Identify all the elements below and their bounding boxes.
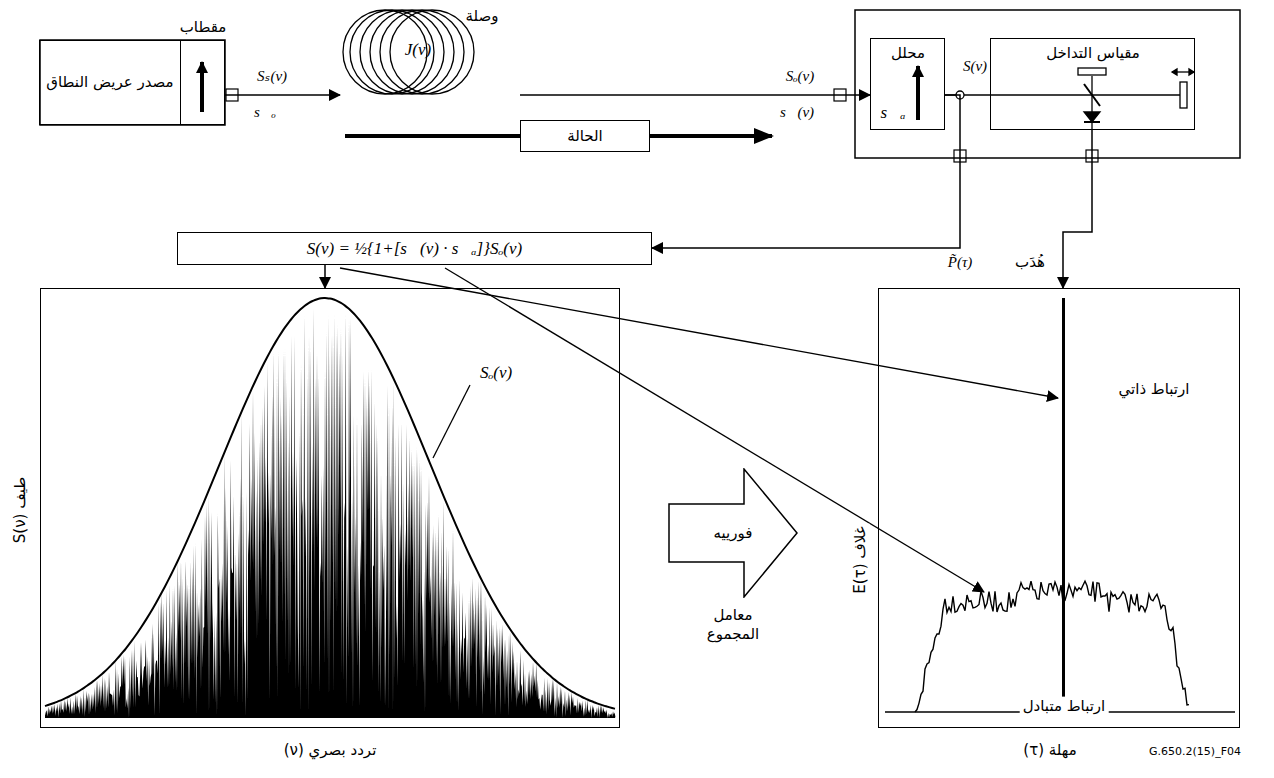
interferometer-symbol [1091, 122, 1092, 130]
node-text: مقطاب [180, 18, 227, 37]
axis-title: طيف S(ν) [11, 474, 30, 546]
correlation-plot-frame: ارتباط ذاتي ارتباط متبادل [878, 288, 1240, 728]
signal-name: S(ν) [963, 57, 987, 76]
state-vector: s⃗ₒ [254, 103, 276, 122]
node-text: مقياس التداخل [1046, 44, 1140, 63]
node-text: s⃗ₐ [881, 102, 906, 123]
leader-line [433, 385, 470, 458]
connector [226, 89, 1098, 162]
spectrum-envelope [45, 298, 615, 709]
interferometer-symbol [1172, 69, 1194, 75]
polarizer-arrow [200, 62, 204, 112]
node-text: وصلة [466, 7, 499, 26]
fourier-arrow-outline [669, 469, 797, 597]
node-text: محلل [891, 44, 925, 63]
node-text: الحالة [567, 127, 603, 146]
node-text: S(ν) = ½{1+[s⃗(ν) · s⃗ₐ]}Sₒ(ν) [307, 238, 522, 259]
signal-name: Sₛ(ν) [257, 67, 287, 86]
interferometer-symbol [1091, 76, 1092, 112]
node-text: مصدر عريض النطاق [46, 73, 173, 92]
autocorrelation-spike [1062, 298, 1065, 712]
analyzer-box: محلل s⃗ₐ [870, 38, 945, 130]
interferometer-symbol [1078, 68, 1106, 75]
fibre-coil [343, 10, 474, 94]
analyzer-arrow [916, 66, 920, 120]
connector-line [324, 265, 326, 288]
state-vector: s⃗(ν) [780, 103, 814, 122]
interferometer-box: مقياس التداخل [990, 38, 1195, 130]
correlation-plot [885, 298, 1235, 712]
fibre-coil [370, 10, 454, 94]
receiver-housing [855, 10, 1240, 158]
node-text: فورييه [714, 524, 753, 543]
connector-line [1063, 130, 1092, 288]
node-text: J(ν) [405, 39, 431, 60]
polarizer-arrow [200, 62, 204, 112]
receiver-housing [855, 10, 1240, 158]
signal-name: P̃(τ) [948, 253, 973, 272]
source-housing [40, 40, 225, 125]
node-text: ارتباط متبادل [1020, 697, 1109, 716]
operator-note: معامل المجموع [693, 606, 773, 644]
edge-label: هُدَب [1015, 253, 1045, 272]
spectrum-plot-frame: Sₒ(ν) [40, 288, 620, 728]
analyzer-arrow [916, 66, 920, 120]
interferometer-symbol [1084, 112, 1100, 122]
fourier-arrow: فورييه [668, 468, 798, 598]
polarizer-box: مقطاب [180, 40, 225, 125]
connector-line [225, 94, 340, 96]
fibre-coil [380, 10, 464, 94]
formula-box: S(ν) = ½{1+[s⃗(ν) · s⃗ₐ]}Sₒ(ν) [177, 232, 652, 265]
interferometer-symbol [945, 94, 1180, 95]
source-box: مصدر عريض النطاق [39, 40, 181, 125]
figure-id: G.650.2(15)_F04 [1149, 745, 1241, 759]
state-box: الحالة [520, 120, 650, 152]
signal-name: Sₒ(ν) [786, 67, 814, 86]
fibre-coil [390, 10, 474, 94]
connector-line [652, 95, 960, 248]
cross-correlation-trace [915, 581, 1189, 712]
interferometer-symbol [945, 68, 1194, 130]
spectrum-plot [45, 298, 615, 718]
connector-line [520, 94, 870, 96]
fibre-link: وصلة J(ν) [340, 5, 520, 97]
node-text: ارتباط ذاتي [1109, 380, 1199, 399]
source-housing [40, 40, 225, 125]
interferometer-symbol [1180, 82, 1187, 108]
node-text: Sₒ(ν) [477, 362, 515, 383]
axis-title: تردد بصري (ν) [284, 741, 377, 760]
axis-title: غلاف E(τ) [851, 523, 870, 596]
axis-title: مهلة (τ) [1023, 741, 1076, 760]
